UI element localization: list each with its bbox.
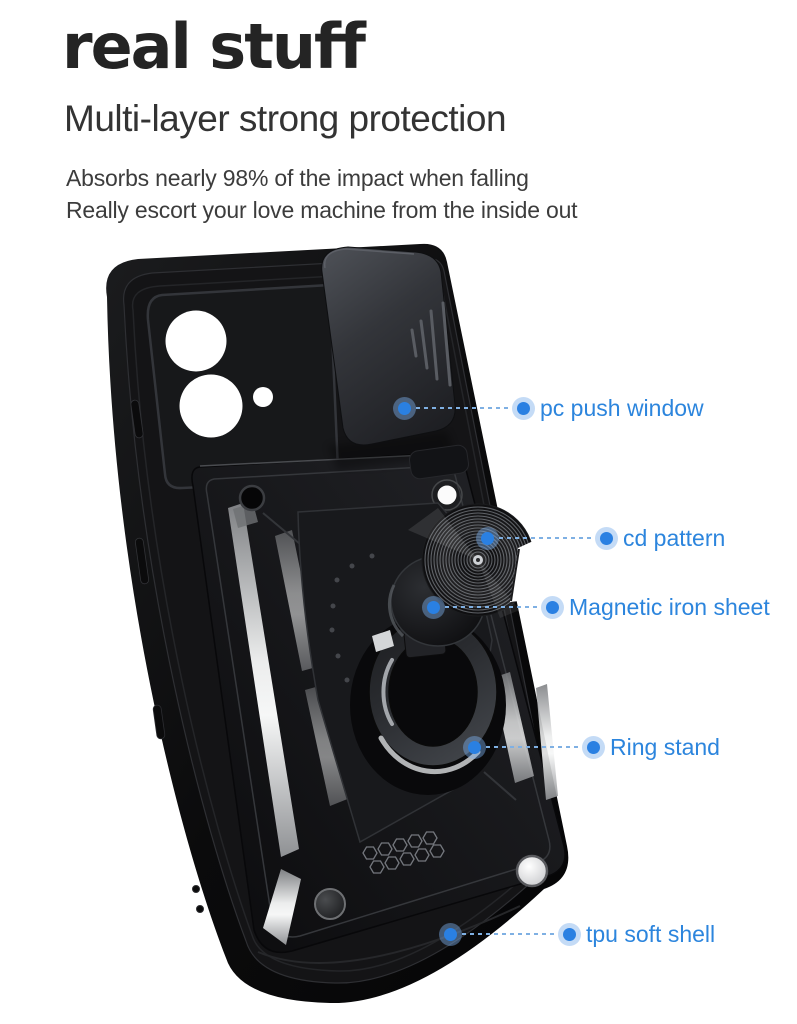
page-description: Absorbs nearly 98% of the impact when fa… <box>66 162 578 226</box>
ring-inner-highlight <box>381 658 394 726</box>
callout-label: Ring stand <box>610 733 720 760</box>
page-subtitle: Multi-layer strong protection <box>64 98 507 139</box>
mic-hole-2 <box>196 905 204 913</box>
disc-notch-edge <box>510 548 520 602</box>
plate-hole-top-left <box>238 484 266 512</box>
callout-ring-stand: Ring stand <box>468 733 720 760</box>
callout-dashed-line <box>486 746 582 748</box>
camera-island <box>146 283 340 490</box>
honeycomb-pattern <box>362 831 445 874</box>
side-button-volume <box>130 399 144 439</box>
camera-lens-2 <box>179 374 243 438</box>
anchor-dot-icon <box>481 531 494 545</box>
silver-chevron-left-lower <box>305 685 350 806</box>
camera-lens-1 <box>165 310 227 372</box>
label-dot-icon <box>546 600 559 614</box>
side-button-power <box>134 537 150 585</box>
callout-pc-push-window: pc push window <box>398 394 704 421</box>
ring-hinge-clasp <box>372 630 394 652</box>
callout-label: cd pattern <box>623 524 726 551</box>
side-button-extra <box>152 704 166 740</box>
callout-dashed-line <box>445 606 541 608</box>
callout-dashed-line <box>462 933 558 935</box>
ring-bottom-highlight <box>378 735 481 775</box>
anchor-dot-icon <box>427 600 440 614</box>
platform-screw-dots <box>329 553 375 683</box>
plate-hole-top-right <box>434 482 460 508</box>
callout-label: pc push window <box>540 394 704 421</box>
plate-screw-bottom-left <box>314 888 346 920</box>
disc-centre-dot <box>476 558 480 562</box>
callout-tpu-soft-shell: tpu soft shell <box>444 920 716 947</box>
camera-island-plate <box>146 283 340 490</box>
shell-bottom-lip <box>257 905 521 964</box>
callout-magnetic-iron-sheet: Magnetic iron sheet <box>427 593 770 620</box>
label-dot-icon <box>563 927 576 941</box>
callout-dashed-line <box>416 407 512 409</box>
anchor-dot-icon <box>468 740 481 754</box>
cover-grip-grooves <box>410 301 452 387</box>
callout-cd-pattern: cd pattern <box>481 524 726 551</box>
plate-hole-top-right-ring <box>431 479 463 511</box>
label-dot-icon <box>600 531 613 545</box>
description-line-1: Absorbs nearly 98% of the impact when fa… <box>66 165 529 191</box>
plate-screw-bottom-right <box>515 854 549 888</box>
camera-flash <box>253 387 273 407</box>
silver-edge-stripe-right <box>536 684 558 800</box>
magnet-rim-highlight <box>387 584 405 638</box>
slide-cover <box>321 246 470 480</box>
page-title: real stuff <box>62 10 366 83</box>
silver-corner-bottom-left <box>263 869 301 945</box>
cover-shadow <box>328 431 456 470</box>
slide-rail-tab <box>408 444 470 480</box>
callout-dashed-line <box>499 537 595 539</box>
anchor-dot-icon <box>398 401 411 415</box>
label-dot-icon <box>587 740 600 754</box>
callout-label: tpu soft shell <box>586 920 716 947</box>
silver-edge-stripe-left <box>228 503 299 857</box>
disc-sheen-wedge-2 <box>478 560 520 618</box>
callout-label: Magnetic iron sheet <box>569 593 770 620</box>
cover-top-highlight <box>323 248 415 269</box>
ridge-accent-2 <box>483 771 517 801</box>
label-dot-icon <box>517 401 530 415</box>
anchor-dot-icon <box>444 927 457 941</box>
cd-disc <box>408 503 545 618</box>
cover-body <box>321 246 456 446</box>
description-line-2: Really escort your love machine from the… <box>66 197 578 223</box>
mic-hole-1 <box>192 885 200 893</box>
disc-sheen-wedge-1 <box>408 508 478 560</box>
